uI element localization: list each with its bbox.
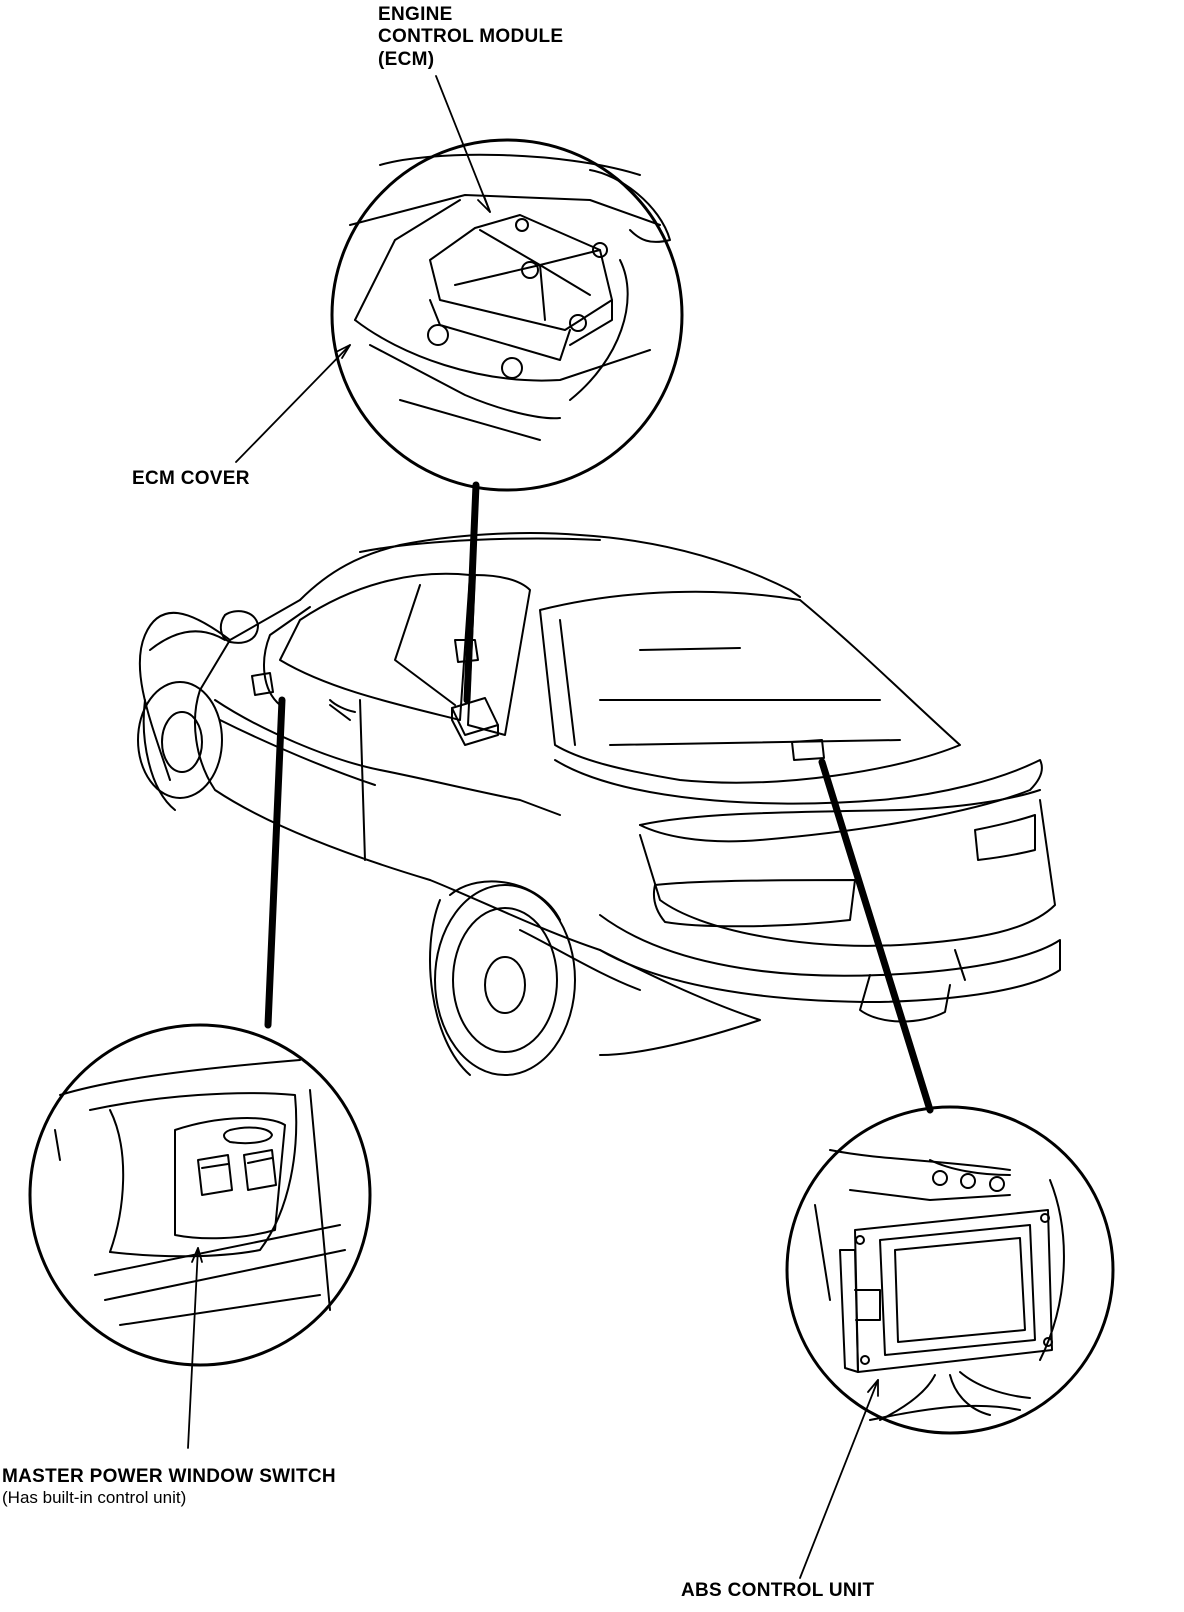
window-switch-title: MASTER POWER WINDOW SWITCH bbox=[2, 1466, 336, 1487]
car-illustration bbox=[137, 532, 1061, 1076]
ecm-cover-label: ECM COVER bbox=[132, 468, 250, 489]
abs-callout bbox=[785, 1105, 1115, 1579]
window-switch-label: MASTER POWER WINDOW SWITCH (Has built-in… bbox=[2, 1466, 336, 1508]
window-switch-connector-line bbox=[264, 696, 286, 1029]
window-switch-callout bbox=[28, 1023, 372, 1449]
abs-connector-line bbox=[818, 758, 934, 1114]
abs-unit-label: ABS CONTROL UNIT bbox=[681, 1580, 875, 1601]
ecm-label: ENGINE CONTROL MODULE (ECM) bbox=[378, 4, 564, 70]
window-switch-note: (Has built-in control unit) bbox=[2, 1488, 187, 1508]
ecm-callout bbox=[235, 75, 684, 492]
ecm-connector-line bbox=[463, 481, 480, 704]
